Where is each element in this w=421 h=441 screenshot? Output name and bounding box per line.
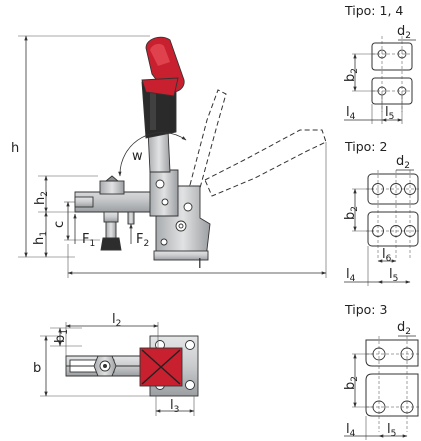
type-2-l4: l4 xyxy=(346,267,356,284)
type-2-l6: l6 xyxy=(382,247,392,264)
label-l2: l2 xyxy=(112,312,121,329)
type-3-l4: l4 xyxy=(346,422,356,439)
top-view xyxy=(65,335,199,397)
label-l3: l3 xyxy=(170,398,179,415)
type-1-4-title: Tipo: 1, 4 xyxy=(344,3,403,18)
type-2-panel: Tipo: 2 d2 b2 l6 l4 l5 xyxy=(343,139,420,286)
type-3-title: Tipo: 3 xyxy=(344,302,387,317)
type-2-d2: d2 xyxy=(396,154,410,171)
label-c: c xyxy=(52,221,67,228)
type-1-4-l4: l4 xyxy=(346,105,356,122)
label-l: l xyxy=(198,257,202,272)
label-w: w xyxy=(132,149,143,164)
side-view-dimensions xyxy=(18,35,327,278)
type-1-4-b2: b2 xyxy=(343,68,360,82)
type-1-4-panel: Tipo: 1, 4 d2 b2 l4 l5 xyxy=(343,3,416,124)
type-1-4-l5: l5 xyxy=(385,105,394,122)
type-3-d2: d2 xyxy=(397,320,411,337)
type-3-panel: Tipo: 3 d2 b2 l4 l5 xyxy=(343,302,420,440)
type-1-4-d2: d2 xyxy=(397,24,411,41)
label-b: b xyxy=(33,361,41,376)
top-view-labels: l2 b1 b l3 xyxy=(33,312,179,415)
type-3-l5: l5 xyxy=(387,422,396,439)
side-view xyxy=(74,36,327,261)
type-3-b2: b2 xyxy=(343,376,360,390)
label-h2: h2 xyxy=(33,191,50,205)
label-F2: F2 xyxy=(136,232,149,249)
label-h: h xyxy=(11,141,19,156)
label-h1: h1 xyxy=(32,231,49,245)
open-handle-ghost xyxy=(189,89,327,197)
type-2-b2: b2 xyxy=(343,206,360,220)
top-view-dimensions xyxy=(40,322,195,416)
label-b1: b1 xyxy=(53,329,70,343)
type-2-l5: l5 xyxy=(389,267,398,284)
label-F1: F1 xyxy=(82,232,95,249)
type-2-title: Tipo: 2 xyxy=(344,139,387,154)
side-view-labels: h h2 h1 c w l F1 F2 xyxy=(11,141,202,272)
